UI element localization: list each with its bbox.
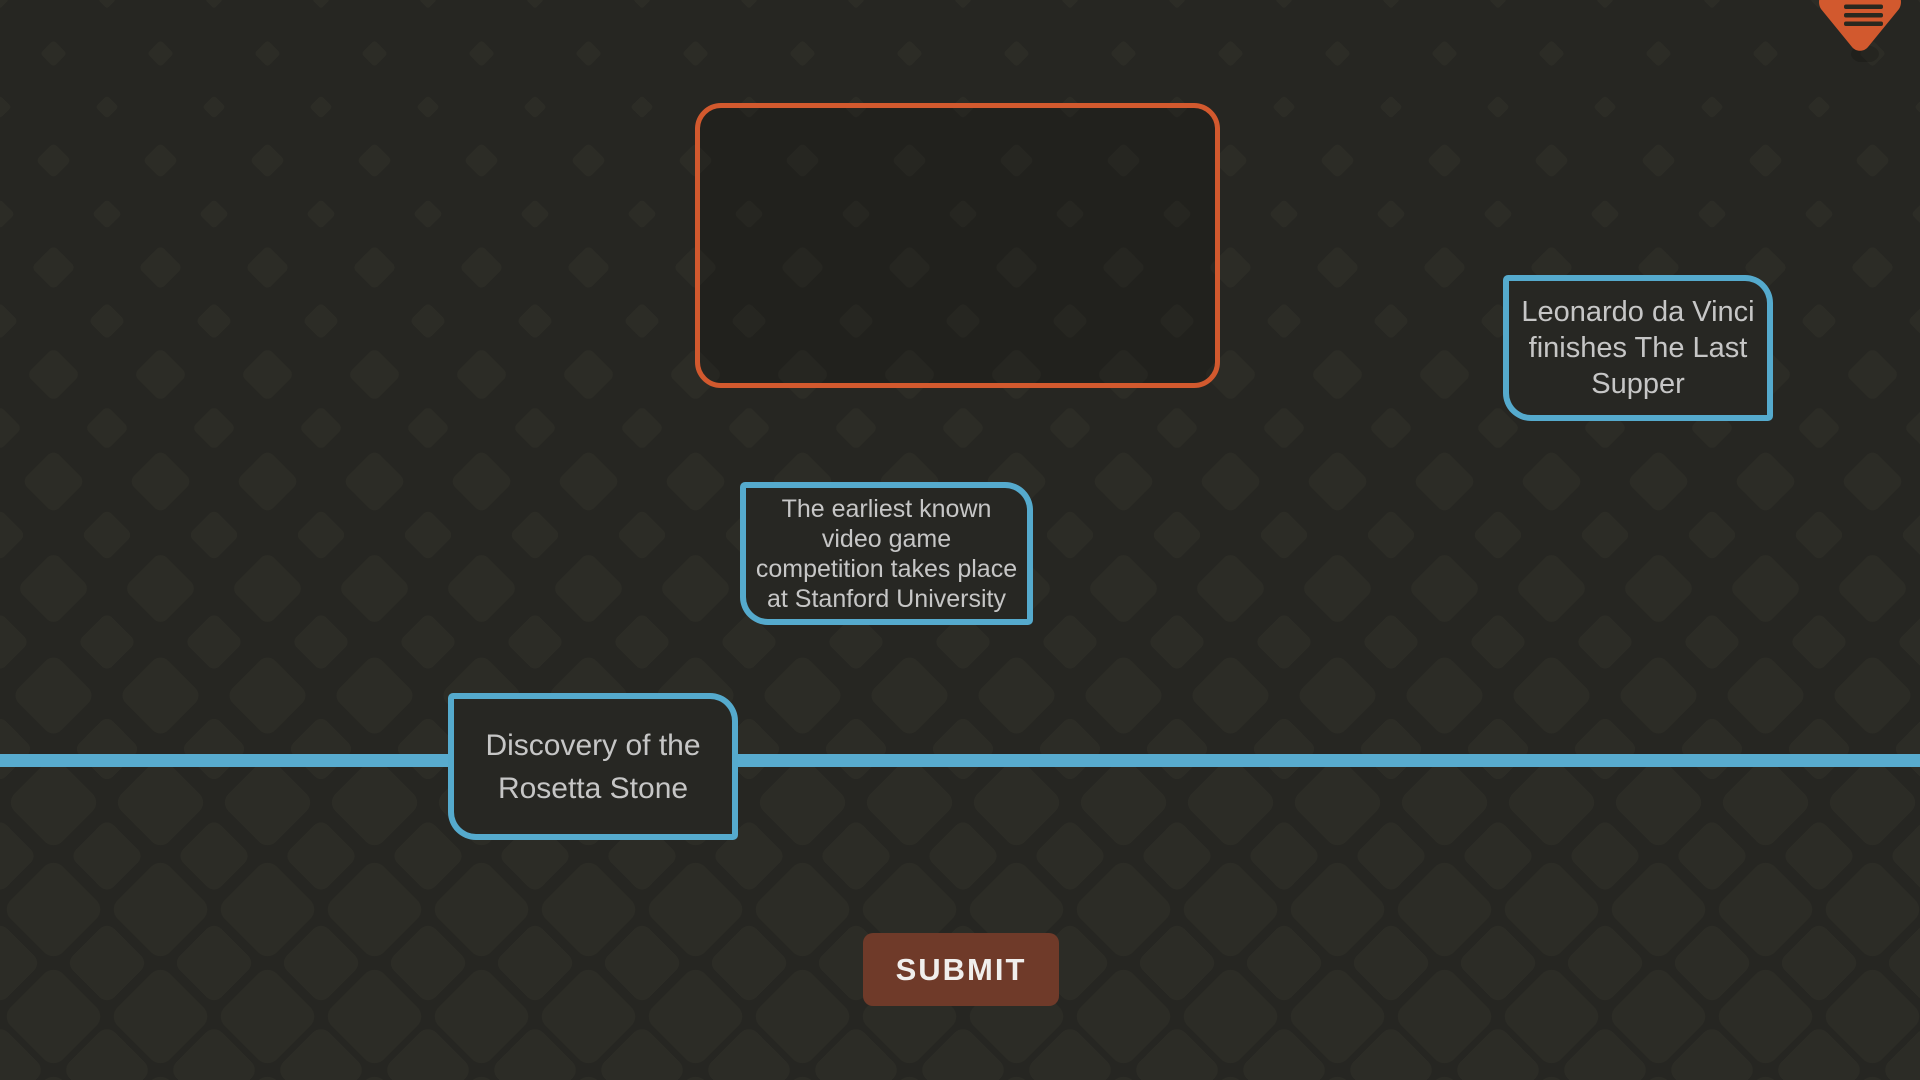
event-card-videogame[interactable]: The earliest known video game competitio… [740, 482, 1033, 625]
event-card-leonardo[interactable]: Leonardo da Vinci finishes The Last Supp… [1503, 275, 1773, 421]
hamburger-menu-icon [1819, 0, 1901, 62]
menu-button[interactable] [1815, 0, 1905, 62]
timeline-bar [0, 754, 1920, 767]
event-card-text: Discovery of the Rosetta Stone [485, 728, 701, 805]
event-card-rosetta[interactable]: Discovery of the Rosetta Stone [448, 693, 738, 840]
event-card-text: The earliest known video game competitio… [755, 494, 1018, 613]
submit-button[interactable]: SUBMIT [863, 933, 1059, 1006]
event-card-text: Leonardo da Vinci finishes The Last Supp… [1521, 296, 1755, 400]
timeline-drop-zone[interactable]: Leonardo da Vinci finishes The Last Supp… [695, 103, 1773, 421]
